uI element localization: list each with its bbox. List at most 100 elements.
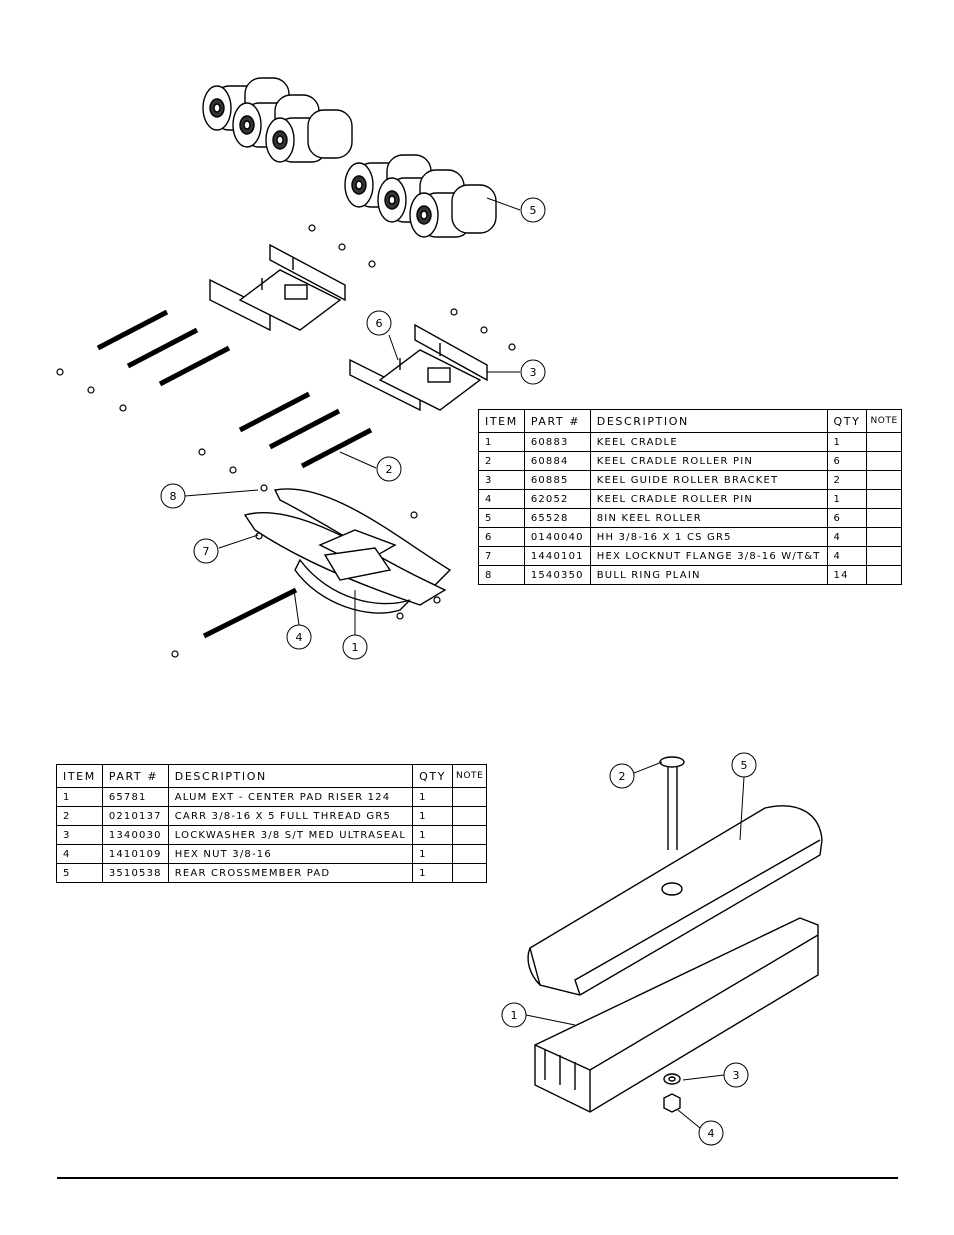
cell-description: BULL RING PLAIN bbox=[589, 565, 828, 585]
cell-item: 5 bbox=[56, 863, 103, 883]
cell-qty: 6 bbox=[826, 451, 868, 471]
cell-qty: 1 bbox=[412, 844, 454, 864]
cell-qty: 4 bbox=[826, 546, 868, 566]
header-qty: QTY bbox=[412, 764, 454, 788]
hardware-dots bbox=[56, 224, 516, 658]
callout-4-upper bbox=[286, 624, 312, 650]
cell-part: 1410109 bbox=[101, 844, 169, 864]
cell-part: 60883 bbox=[523, 432, 591, 452]
footer-divider bbox=[57, 1177, 898, 1179]
cell-item: 7 bbox=[478, 546, 525, 566]
cell-description: CARR 3/8-16 X 5 FULL THREAD GR5 bbox=[167, 806, 414, 826]
callout-3-lower bbox=[723, 1062, 749, 1088]
callout-1-lower bbox=[501, 1002, 527, 1028]
cell-description: REAR CROSSMEMBER PAD bbox=[167, 863, 414, 883]
center-pad-riser-drawing bbox=[527, 756, 823, 1113]
cell-description: KEEL GUIDE ROLLER BRACKET bbox=[589, 470, 828, 490]
callout-1-lower-label: 1 bbox=[511, 1009, 518, 1022]
cell-qty: 1 bbox=[412, 863, 454, 883]
callout-7-upper-label: 7 bbox=[203, 545, 210, 558]
keel-guide-roller-bracket-upper bbox=[209, 243, 346, 332]
header-qty: QTY bbox=[826, 409, 868, 433]
callout-5-lower bbox=[731, 752, 757, 778]
cell-qty: 6 bbox=[826, 508, 868, 528]
cell-note bbox=[452, 787, 488, 807]
callout-1-upper-label: 1 bbox=[352, 641, 359, 654]
cell-note bbox=[452, 863, 488, 883]
callout-2-upper-label: 2 bbox=[386, 463, 393, 476]
cell-item: 8 bbox=[478, 565, 525, 585]
callout-4-lower bbox=[698, 1120, 724, 1146]
callout-6-upper bbox=[366, 310, 392, 336]
cell-description: 8IN KEEL ROLLER bbox=[589, 508, 828, 528]
cell-description: ALUM EXT - CENTER PAD RISER 124 bbox=[167, 787, 414, 807]
table-header-row: ITEM PART # DESCRIPTION QTY NOTE bbox=[478, 409, 902, 433]
cell-note bbox=[452, 806, 488, 826]
cell-description: KEEL CRADLE ROLLER PIN bbox=[589, 489, 828, 509]
cell-part: 1340030 bbox=[101, 825, 169, 845]
cell-item: 3 bbox=[56, 825, 103, 845]
keel-cradle-base bbox=[243, 488, 452, 614]
cell-qty: 1 bbox=[826, 489, 868, 509]
cell-description: HH 3/8-16 X 1 CS GR5 bbox=[589, 527, 828, 547]
keel-cradle-roller-pins bbox=[96, 309, 373, 639]
cell-part: 1440101 bbox=[523, 546, 591, 566]
cell-note bbox=[452, 825, 488, 845]
cell-note bbox=[866, 489, 902, 509]
cell-part: 1540350 bbox=[523, 565, 591, 585]
header-note: NOTE bbox=[452, 764, 488, 788]
keel-roller-group-b bbox=[344, 154, 497, 238]
cell-qty: 2 bbox=[826, 470, 868, 490]
cell-qty: 1 bbox=[412, 787, 454, 807]
callout-4-upper-label: 4 bbox=[296, 631, 303, 644]
header-description: DESCRIPTION bbox=[589, 409, 828, 433]
callout-5-lower-label: 5 bbox=[741, 759, 748, 772]
cell-qty: 1 bbox=[826, 432, 868, 452]
cell-note bbox=[866, 470, 902, 490]
callout-8-upper-label: 8 bbox=[170, 490, 177, 503]
callout-3-lower-label: 3 bbox=[733, 1069, 740, 1082]
cell-note bbox=[866, 451, 902, 471]
callout-5-upper-label: 5 bbox=[530, 204, 537, 217]
callout-2-lower-label: 2 bbox=[619, 770, 626, 783]
cell-qty: 14 bbox=[826, 565, 868, 585]
header-part: PART # bbox=[523, 409, 591, 433]
cell-item: 4 bbox=[478, 489, 525, 509]
callout-2-lower bbox=[609, 763, 635, 789]
cell-part: 62052 bbox=[523, 489, 591, 509]
callout-4-lower-label: 4 bbox=[708, 1127, 715, 1140]
cell-note bbox=[452, 844, 488, 864]
header-part: PART # bbox=[101, 764, 169, 788]
callout-2-upper bbox=[376, 456, 402, 482]
callout-7-upper bbox=[193, 538, 219, 564]
keel-guide-roller-bracket-lower bbox=[349, 323, 488, 412]
callout-3-upper bbox=[520, 359, 546, 385]
cell-description: KEEL CRADLE bbox=[589, 432, 828, 452]
header-description: DESCRIPTION bbox=[167, 764, 414, 788]
cell-item: 6 bbox=[478, 527, 525, 547]
cell-description: LOCKWASHER 3/8 S/T MED ULTRASEAL bbox=[167, 825, 414, 845]
cell-part: 0140040 bbox=[523, 527, 591, 547]
callout-6-upper-label: 6 bbox=[376, 317, 383, 330]
cell-note bbox=[866, 508, 902, 528]
cell-item: 3 bbox=[478, 470, 525, 490]
cell-note bbox=[866, 546, 902, 566]
cell-part: 65528 bbox=[523, 508, 591, 528]
cell-note bbox=[866, 432, 902, 452]
cell-part: 0210137 bbox=[101, 806, 169, 826]
